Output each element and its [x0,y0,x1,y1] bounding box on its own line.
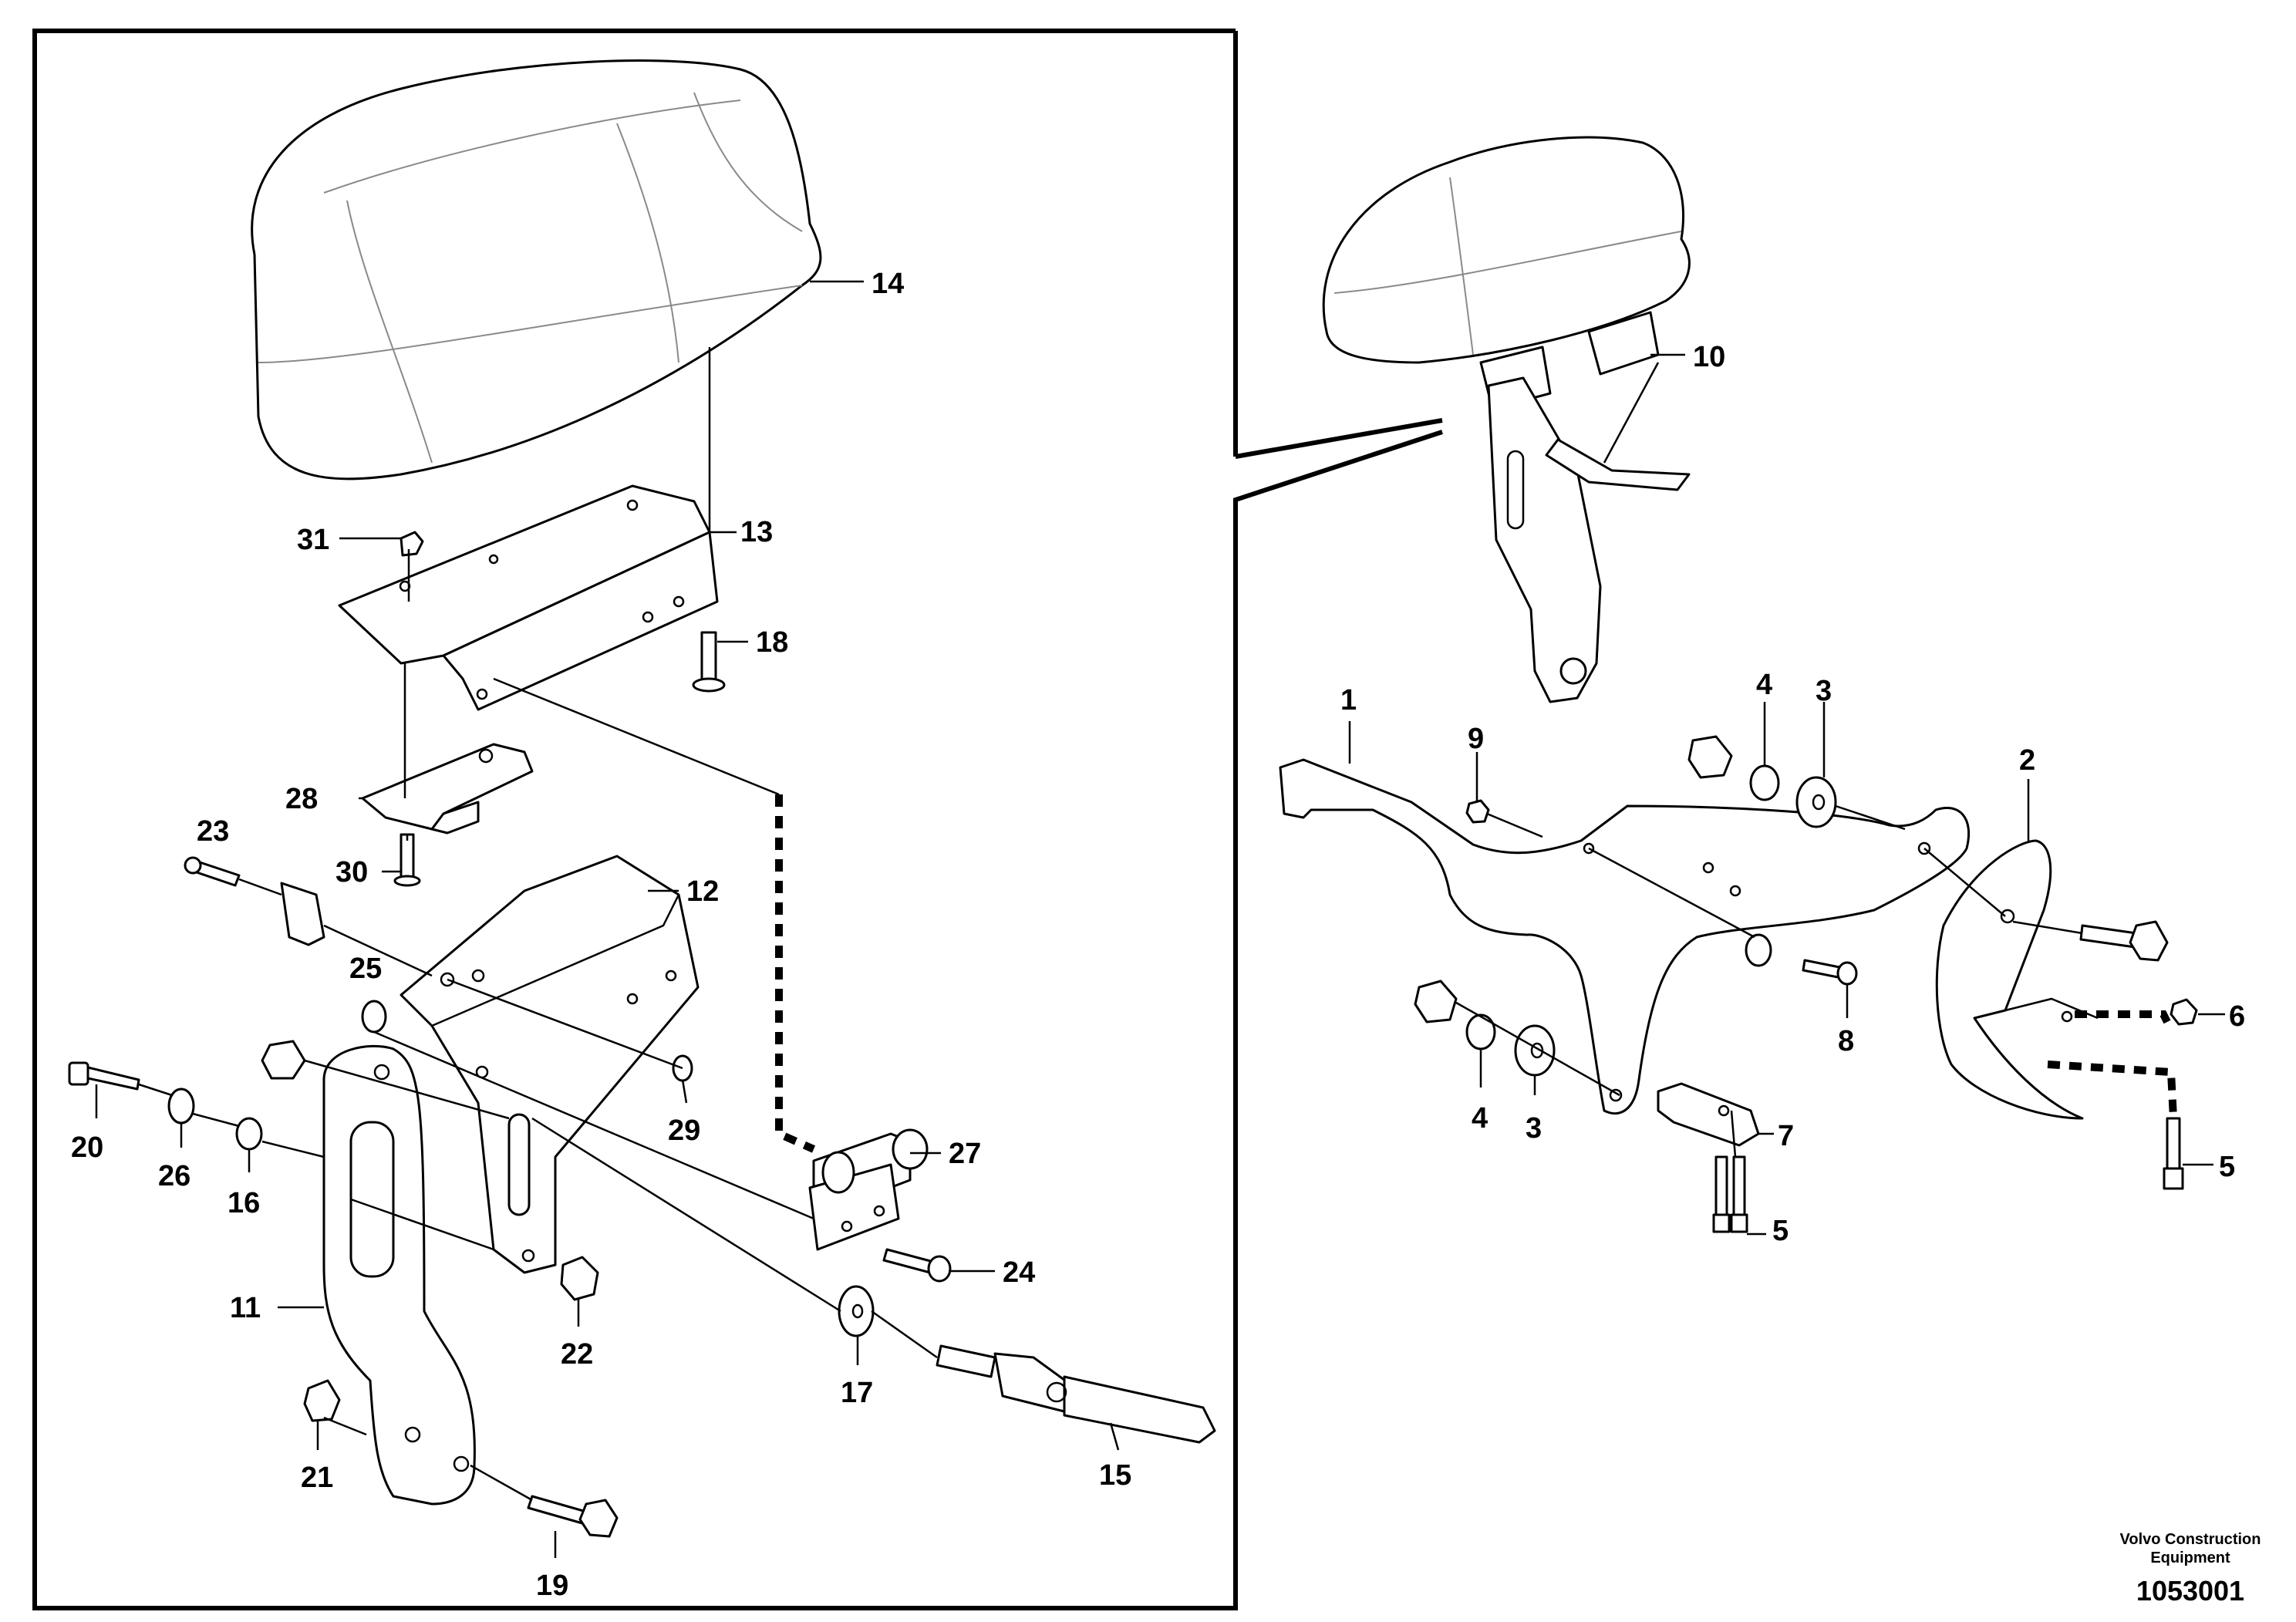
callout-10: 10 [1693,341,1725,373]
lever-15 [936,1344,1216,1444]
washer-26 [167,1088,195,1125]
washer-25 [361,1000,387,1034]
callout-3-upper: 3 [1816,675,1832,707]
callout-29: 29 [668,1114,700,1147]
headrest-assembly-10 [1322,136,1691,703]
callout-3-lower: 3 [1526,1112,1542,1145]
nut-22 [560,1256,599,1301]
callout-7: 7 [1778,1120,1794,1152]
screw-18 [692,631,726,693]
callout-25: 25 [349,953,382,985]
spacer-16 [235,1117,263,1151]
callout-6: 6 [2229,1000,2245,1033]
nut-31 [400,531,424,557]
credit-line-1: Volvo Construction [2120,1531,2261,1548]
callout-8: 8 [1838,1025,1854,1057]
clamp-block-7 [1657,1082,1760,1147]
callout-24: 24 [1003,1256,1035,1289]
callout-2: 2 [2019,744,2035,777]
washer-17 [838,1285,875,1337]
nut-4-lower [1414,980,1458,1023]
callout-14: 14 [872,268,904,300]
washer-3-lower [1514,1024,1556,1077]
callout-9: 9 [1468,723,1484,755]
bracket-small [280,882,325,946]
callout-5-right: 5 [2219,1151,2235,1183]
screw-30 [393,833,421,887]
callout-21: 21 [301,1462,333,1494]
credit-line-2: Equipment [2150,1549,2230,1566]
callout-19: 19 [536,1570,568,1602]
screw-23 [184,856,241,887]
lockwasher-4-upper [1749,764,1780,801]
nut-6 [2170,998,2198,1026]
callout-18: 18 [756,626,788,659]
callout-27: 27 [949,1138,981,1170]
headrest-cushion [251,59,822,481]
callout-20: 20 [71,1131,103,1164]
callout-15: 15 [1099,1459,1131,1492]
bolt-20 [68,1061,140,1091]
callout-4-upper: 4 [1756,669,1772,701]
callout-30: 30 [335,856,368,889]
callout-5-pair: 5 [1772,1215,1789,1247]
callout-22: 22 [561,1338,593,1371]
callout-4-lower: 4 [1472,1102,1488,1135]
callout-23: 23 [197,815,229,848]
callout-16: 16 [228,1187,260,1219]
nut-21 [303,1379,341,1422]
bolt-19 [527,1495,619,1538]
hinge-27 [808,1128,929,1251]
callout-17: 17 [841,1377,873,1409]
clamp-28 [361,743,534,835]
callout-12: 12 [686,875,719,908]
mounting-plate [338,484,719,711]
nut-25 [261,1040,306,1080]
screw-8 [1745,933,1858,986]
callout-31: 31 [297,524,329,556]
slotted-arm [322,1044,476,1506]
callout-11: 11 [230,1292,261,1324]
bracket-2 [1935,839,2099,1120]
dashed-connector [775,794,816,1153]
detail-frame [32,29,1443,1610]
callout-1: 1 [1340,684,1357,717]
screw-5-single [2163,1117,2184,1190]
washer-3-upper [1795,776,1837,828]
screws-5-pair [1712,1155,1748,1233]
nut-4-upper [1687,735,1733,779]
callout-13: 13 [740,516,773,548]
drawing-number: 1053001 [2136,1575,2244,1607]
callout-26: 26 [158,1160,190,1192]
support-arm-1 [1279,758,1971,1115]
nut-9 [1465,799,1490,824]
callout-28: 28 [285,783,318,815]
lockwasher-4-lower [1465,1013,1496,1050]
screw-24 [882,1248,952,1283]
adjustment-bracket [400,855,700,1274]
bolt-2 [2079,920,2169,962]
